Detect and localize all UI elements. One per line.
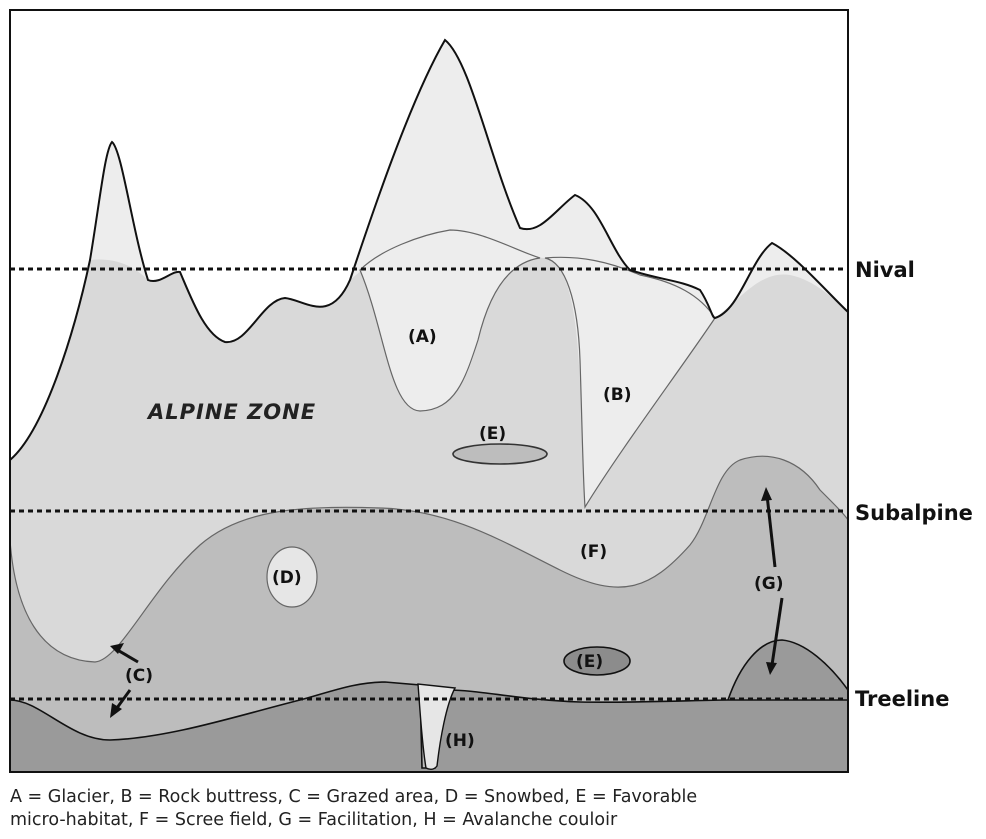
region-label-h: (H) [445, 731, 475, 751]
diagram-frame [9, 9, 849, 773]
region-label-f: (F) [580, 542, 607, 562]
caption-line-2: micro-habitat, F = Scree field, G = Faci… [10, 810, 618, 830]
subalpine-label: Subalpine [855, 501, 973, 525]
region-label-c: (C) [125, 666, 153, 686]
mountain-skyline-outline [10, 38, 848, 461]
nival-label: Nival [855, 258, 915, 282]
rock-buttress-area [544, 256, 716, 509]
diagram-caption: A = Glacier, B = Rock buttress, C = Graz… [10, 786, 976, 832]
micro-habitat-ellipse-lower [563, 646, 631, 676]
alpine-zonation-diagram: Nival Subalpine Treeline ALPINE ZONE (A)… [9, 9, 973, 773]
glacier-area [359, 229, 541, 412]
alpine-zone-label: ALPINE ZONE [146, 400, 316, 424]
snowbed-ellipse [266, 546, 318, 608]
treeline-zone-area [10, 681, 848, 772]
caption-line-1: A = Glacier, B = Rock buttress, C = Graz… [10, 787, 698, 807]
region-label-b: (B) [603, 385, 632, 405]
region-label-g: (G) [754, 574, 784, 594]
treeline-label: Treeline [855, 687, 949, 711]
grazed-arrow-down-head [110, 703, 122, 718]
region-label-e-upper: (E) [479, 424, 506, 444]
facilitation-arrow-down [770, 597, 784, 666]
avalanche-couloir [417, 683, 457, 771]
region-label-d: (D) [272, 568, 302, 588]
region-label-e-lower: (E) [576, 652, 603, 672]
grazed-arrow-up-head [110, 643, 124, 654]
region-label-a: (A) [408, 327, 437, 347]
subalpine-zone-area [10, 455, 848, 772]
facilitation-arrow-up [765, 494, 777, 568]
micro-habitat-ellipse-upper [452, 443, 548, 465]
facilitation-arrow-up-head [761, 487, 772, 501]
facilitation-arrow-down-head [766, 662, 777, 675]
